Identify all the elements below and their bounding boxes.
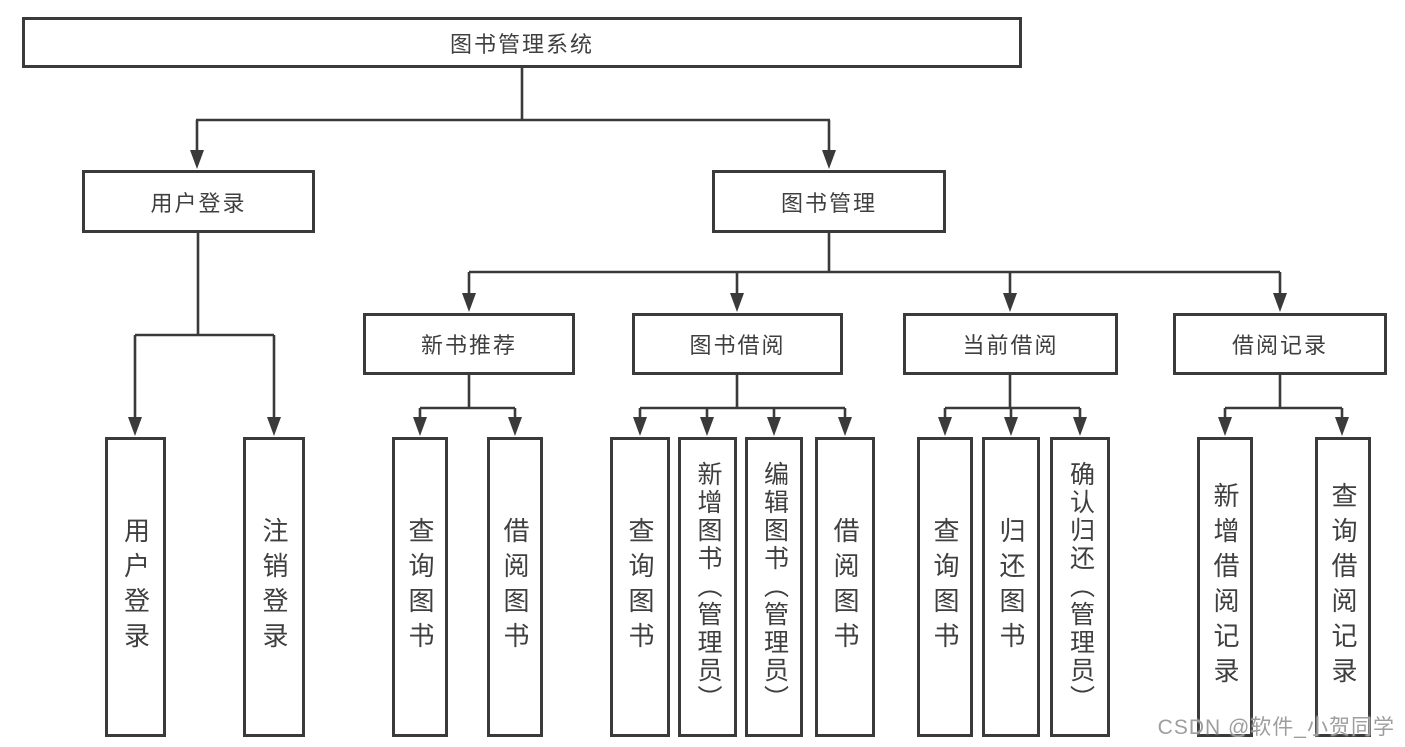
leaf-edit-book-admin-label: 编辑图书（管理员） (760, 461, 789, 713)
csdn-watermark: CSDN @软件_小贺同学 (1157, 716, 1395, 739)
leaf-return-book-label: 归还图书 (996, 517, 1026, 657)
leaf-query-books-recommend-label: 查询图书 (405, 517, 435, 657)
leaf-borrow-books-borrow: 借阅图书 (815, 437, 875, 737)
leaf-confirm-return-admin: 确认归还（管理员） (1050, 437, 1110, 737)
node-borrow-records: 借阅记录 (1173, 313, 1387, 375)
node-current-borrow: 当前借阅 (903, 313, 1118, 375)
leaf-query-books-borrow-label: 查询图书 (625, 517, 655, 657)
node-book-borrow: 图书借阅 (632, 313, 843, 375)
node-borrow-records-label: 借阅记录 (1231, 333, 1328, 358)
leaf-logout: 注销登录 (243, 437, 305, 737)
node-user-login: 用户登录 (82, 170, 315, 233)
leaf-add-borrow-record: 新增借阅记录 (1197, 437, 1253, 737)
leaf-add-book-admin: 新增图书（管理员） (678, 437, 737, 737)
leaf-query-books-borrow: 查询图书 (610, 437, 670, 737)
leaf-query-books-current-label: 查询图书 (930, 517, 960, 657)
leaf-query-books-recommend: 查询图书 (392, 437, 448, 737)
leaf-borrow-books-recommend-label: 借阅图书 (500, 517, 530, 657)
node-root: 图书管理系统 (22, 17, 1022, 68)
leaf-add-borrow-record-label: 新增借阅记录 (1210, 482, 1240, 692)
leaf-confirm-return-admin-label: 确认归还（管理员） (1066, 461, 1095, 713)
node-book-management: 图书管理 (712, 170, 946, 233)
leaf-query-books-current: 查询图书 (917, 437, 973, 737)
node-user-login-label: 用户登录 (150, 190, 247, 216)
leaf-return-book: 归还图书 (982, 437, 1040, 737)
leaf-query-borrow-record: 查询借阅记录 (1315, 437, 1371, 737)
node-new-book-recommend: 新书推荐 (363, 313, 575, 375)
leaf-borrow-books-recommend: 借阅图书 (487, 437, 543, 737)
connector-paths (133, 68, 1344, 420)
node-book-management-label: 图书管理 (780, 190, 877, 216)
leaf-user-login-label: 用户登录 (120, 517, 151, 657)
leaf-user-login: 用户登录 (105, 437, 166, 737)
leaf-borrow-books-borrow-label: 借阅图书 (830, 517, 860, 657)
leaf-add-book-admin-label: 新增图书（管理员） (694, 461, 722, 713)
connector-arrowheads (128, 150, 1349, 436)
node-book-borrow-label: 图书借阅 (689, 333, 786, 358)
node-root-label: 图书管理系统 (449, 31, 594, 57)
node-current-borrow-label: 当前借阅 (962, 333, 1059, 358)
leaf-query-borrow-record-label: 查询借阅记录 (1328, 482, 1358, 692)
leaf-edit-book-admin: 编辑图书（管理员） (745, 437, 803, 737)
node-new-book-recommend-label: 新书推荐 (420, 333, 517, 358)
leaf-logout-label: 注销登录 (259, 517, 289, 657)
